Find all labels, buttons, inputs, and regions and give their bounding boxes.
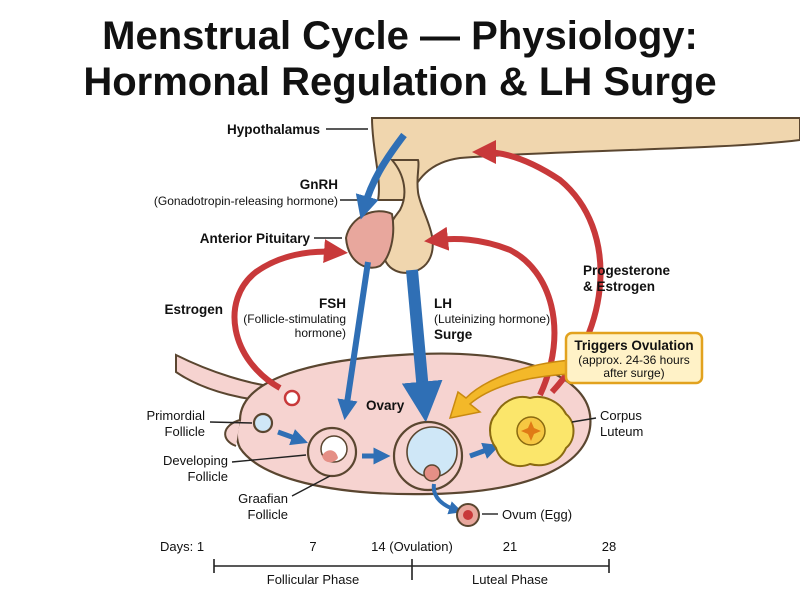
gnrh-arrow: [355, 132, 407, 220]
title-line-2: Hormonal Regulation & LH Surge: [83, 60, 717, 104]
primordial-label-1: Primordial: [146, 408, 205, 423]
callout-line-1: (approx. 24-36 hours: [578, 353, 689, 367]
fsh-arrow: [337, 261, 371, 421]
estrogen-label: Estrogen: [164, 302, 223, 317]
ovulating-oocyte: [423, 464, 441, 482]
corpus-label-2: Luteum: [600, 424, 643, 439]
anterior-pituitary-gland: [344, 210, 395, 269]
ovary-lobe: [224, 419, 241, 447]
timeline-day-14: 14 (Ovulation): [371, 539, 453, 554]
developing-follicle-oocyte: [322, 450, 338, 463]
primordial-leader: [209, 421, 253, 424]
corpus-leader: [571, 417, 597, 423]
follicular-phase-label: Follicular Phase: [267, 572, 360, 587]
developing-label-1: Developing: [163, 453, 228, 468]
anterior-pituitary-label: Anterior Pituitary: [200, 231, 311, 246]
ovum-label: Ovum (Egg): [502, 507, 572, 522]
estrogen-arrow: [231, 239, 348, 391]
fsh-full-label-2: hormone): [295, 326, 346, 340]
lh-surge-arrow: [401, 269, 443, 423]
ovum-release-arrow: [431, 483, 463, 515]
progesterone-arrow-inner: [424, 226, 558, 397]
ovulation-gold-arrow: [448, 359, 573, 419]
primordial-follicle: [252, 412, 274, 434]
title-line-1: Menstrual Cycle — Physiology:: [102, 14, 698, 58]
luteal-phase-label: Luteal Phase: [472, 572, 548, 587]
surge-label: Surge: [434, 327, 473, 342]
ovary-label: Ovary: [366, 398, 405, 413]
graafian-label-2: Follicle: [248, 507, 288, 522]
fsh-full-label-1: (Follicle-stimulating: [243, 312, 346, 326]
ovulation-callout-box: [564, 331, 704, 385]
fsh-label: FSH: [319, 296, 346, 311]
primordial-label-2: Follicle: [165, 424, 205, 439]
timeline-day-21: 21: [503, 539, 517, 554]
ovum-nucleus: [463, 510, 473, 520]
callout-line-2: after surge): [603, 366, 664, 380]
timeline-day-7: 7: [309, 539, 316, 554]
hypothalamus-label: Hypothalamus: [227, 122, 320, 137]
corpus-luteum-star: [521, 421, 541, 441]
progesterone-label-2: & Estrogen: [583, 279, 655, 294]
developing-label-2: Follicle: [188, 469, 228, 484]
corpus-label-1: Corpus: [600, 408, 642, 423]
gnrh-full-label: (Gonadotropin-releasing hormone): [154, 194, 338, 208]
graafian-label-1: Graafian: [238, 491, 288, 506]
callout-title: Triggers Ovulation: [574, 338, 693, 353]
lh-full-label: (Luteinizing hormone): [434, 312, 550, 326]
hypothalamus-tissue: [370, 117, 800, 201]
timeline-day-28: 28: [602, 539, 616, 554]
lh-label: LH: [434, 296, 452, 311]
follicle-arrow-1: [277, 429, 308, 446]
gnrh-label: GnRH: [300, 177, 338, 192]
timeline-day-1: Days: 1: [160, 539, 204, 554]
developing-leader: [231, 454, 307, 463]
follicle-arrow-3: [469, 442, 500, 459]
graafian-leader: [291, 475, 331, 497]
progesterone-label-1: Progesterone: [583, 263, 671, 278]
primordial-follicle-small: [283, 389, 301, 407]
